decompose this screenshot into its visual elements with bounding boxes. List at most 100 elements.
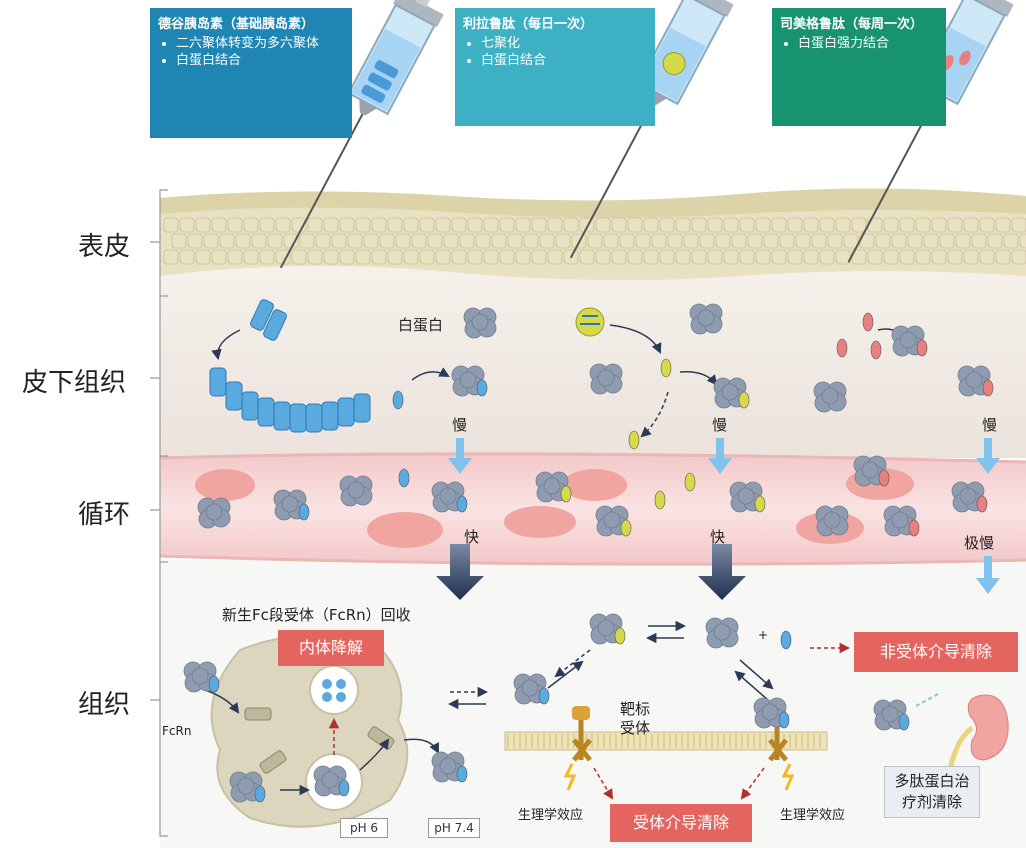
albumin-molecule xyxy=(197,497,231,529)
drug-point: 七聚化 xyxy=(481,35,647,52)
transfer-arrows xyxy=(436,438,1000,600)
speed-label-fast: 快 xyxy=(464,528,480,546)
epidermis-layer xyxy=(160,188,1026,281)
peptide-molecule xyxy=(392,390,404,410)
layer-bracket xyxy=(150,189,168,837)
flow-arrow xyxy=(609,324,662,354)
albumin-molecule xyxy=(183,661,220,693)
albumin-molecule xyxy=(535,471,572,503)
peptide-molecule xyxy=(862,312,874,332)
red-blood-cell xyxy=(367,512,443,548)
drug-title: 司美格鲁肽（每周一次） xyxy=(780,17,924,32)
albumin-molecule xyxy=(273,489,310,521)
drug-card-semaglutide: 司美格鲁肽（每周一次） 白蛋白强力结合 xyxy=(772,8,946,126)
drug-title: 利拉鲁肽（每日一次） xyxy=(463,17,594,32)
albumin-molecule xyxy=(451,365,488,397)
albumin-molecule xyxy=(513,673,550,705)
speed-label-fast: 快 xyxy=(710,528,726,546)
albumin-molecule xyxy=(431,481,468,513)
physiological-effect-label: 生理学效应 xyxy=(518,808,584,823)
albumin-molecule xyxy=(813,381,847,413)
drug-card-degludec: 德谷胰岛素（基础胰岛素） 二六聚体转变为多六聚体 白蛋白结合 xyxy=(150,8,352,138)
fcrn-label: FcRn xyxy=(162,724,192,738)
albumin-molecule xyxy=(713,377,750,409)
albumin-molecule xyxy=(815,505,849,537)
peptide-molecule xyxy=(684,472,696,492)
flow-arrow xyxy=(679,371,718,386)
peptide-molecule xyxy=(654,490,666,510)
kidney-icon xyxy=(947,694,1009,771)
albumin-molecule xyxy=(595,505,632,537)
peptide-molecule xyxy=(398,468,410,488)
peptide-clearance-label: 多肽蛋白治疗剂清除 xyxy=(894,772,970,811)
peptide-clearance-box: 多肽蛋白治疗剂清除 xyxy=(884,766,980,818)
layer-label-circulation: 循环 xyxy=(78,500,131,530)
albumin-molecule xyxy=(313,765,350,797)
flow-arrow xyxy=(403,738,439,754)
flow-arrow xyxy=(204,689,240,714)
peptide-molecule xyxy=(870,340,882,360)
albumin-molecule xyxy=(689,303,723,335)
drug-title: 德谷胰岛素（基础胰岛素） xyxy=(158,17,315,32)
ph74-label: pH 7.4 xyxy=(428,818,480,838)
drug-point: 白蛋白结合 xyxy=(481,52,647,69)
flow-arrow xyxy=(359,738,390,771)
albumin-molecule xyxy=(853,455,890,487)
red-blood-cell xyxy=(563,469,627,501)
layer-label-epidermis: 表皮 xyxy=(78,232,131,262)
albumin-molecule xyxy=(431,751,468,783)
degludec-multihexamer xyxy=(209,299,371,433)
albumin-molecule xyxy=(957,365,994,397)
molecule-group xyxy=(183,303,994,803)
equilibrium-arrow xyxy=(734,670,769,701)
peptide-molecule xyxy=(836,338,848,358)
lightning-icon xyxy=(563,763,577,791)
equilibrium-arrow xyxy=(739,659,774,690)
drug-point: 白蛋白强力结合 xyxy=(798,35,938,52)
albumin-molecule xyxy=(951,481,988,513)
equilibrium-arrow xyxy=(547,660,584,689)
albumin-molecule xyxy=(873,699,910,731)
physiological-effect-label: 生理学效应 xyxy=(780,808,846,823)
peptide-molecule xyxy=(628,430,640,450)
drug-point: 白蛋白结合 xyxy=(176,52,344,69)
layer-label-tissue: 组织 xyxy=(78,690,131,720)
red-blood-cell xyxy=(504,506,576,538)
peptide-molecule xyxy=(660,358,672,378)
clearance-arrow xyxy=(740,767,765,800)
peptide-molecule xyxy=(780,630,792,650)
target-receptor xyxy=(572,706,592,762)
lightning-icon xyxy=(781,763,795,791)
speed-label-very-slow: 极慢 xyxy=(964,534,995,552)
albumin-molecule xyxy=(883,505,920,537)
ph6-label: pH 6 xyxy=(340,818,388,838)
albumin-molecule xyxy=(753,697,790,729)
albumin-molecule xyxy=(229,771,266,803)
flow-arrow xyxy=(411,367,450,381)
target-receptor-label: 靶标受体 xyxy=(620,700,651,737)
albumin-molecule xyxy=(705,617,739,649)
syringe-degludec xyxy=(279,0,444,269)
speed-label-slow: 慢 xyxy=(712,416,728,434)
drug-point: 二六聚体转变为多六聚体 xyxy=(176,35,344,52)
layer-label-subcutaneous: 皮下组织 xyxy=(22,368,127,398)
albumin-molecule xyxy=(891,325,928,357)
drug-card-liraglutide: 利拉鲁肽（每日一次） 七聚化 白蛋白结合 xyxy=(455,8,655,126)
albumin-molecule xyxy=(589,363,623,395)
albumin-molecule xyxy=(463,307,497,339)
fcrn-recycle-label: 新生Fc段受体（FcRn）回收 xyxy=(222,606,411,624)
albumin-molecule xyxy=(729,481,766,513)
clearance-arrow xyxy=(593,767,614,800)
endosomal-degradation-box: 内体降解 xyxy=(278,630,384,666)
albumin-molecule xyxy=(589,613,626,645)
speed-label-slow: 慢 xyxy=(452,416,468,434)
speed-label-slow: 慢 xyxy=(982,416,998,434)
receptor-mediated-clearance-box: 受体介导清除 xyxy=(610,804,752,842)
flow-arrow xyxy=(211,329,241,361)
non-receptor-mediated-clearance-box: 非受体介导清除 xyxy=(854,632,1018,672)
plus-sign: + xyxy=(758,628,769,642)
albumin-label: 白蛋白 xyxy=(398,316,444,334)
albumin-molecule xyxy=(339,475,373,507)
